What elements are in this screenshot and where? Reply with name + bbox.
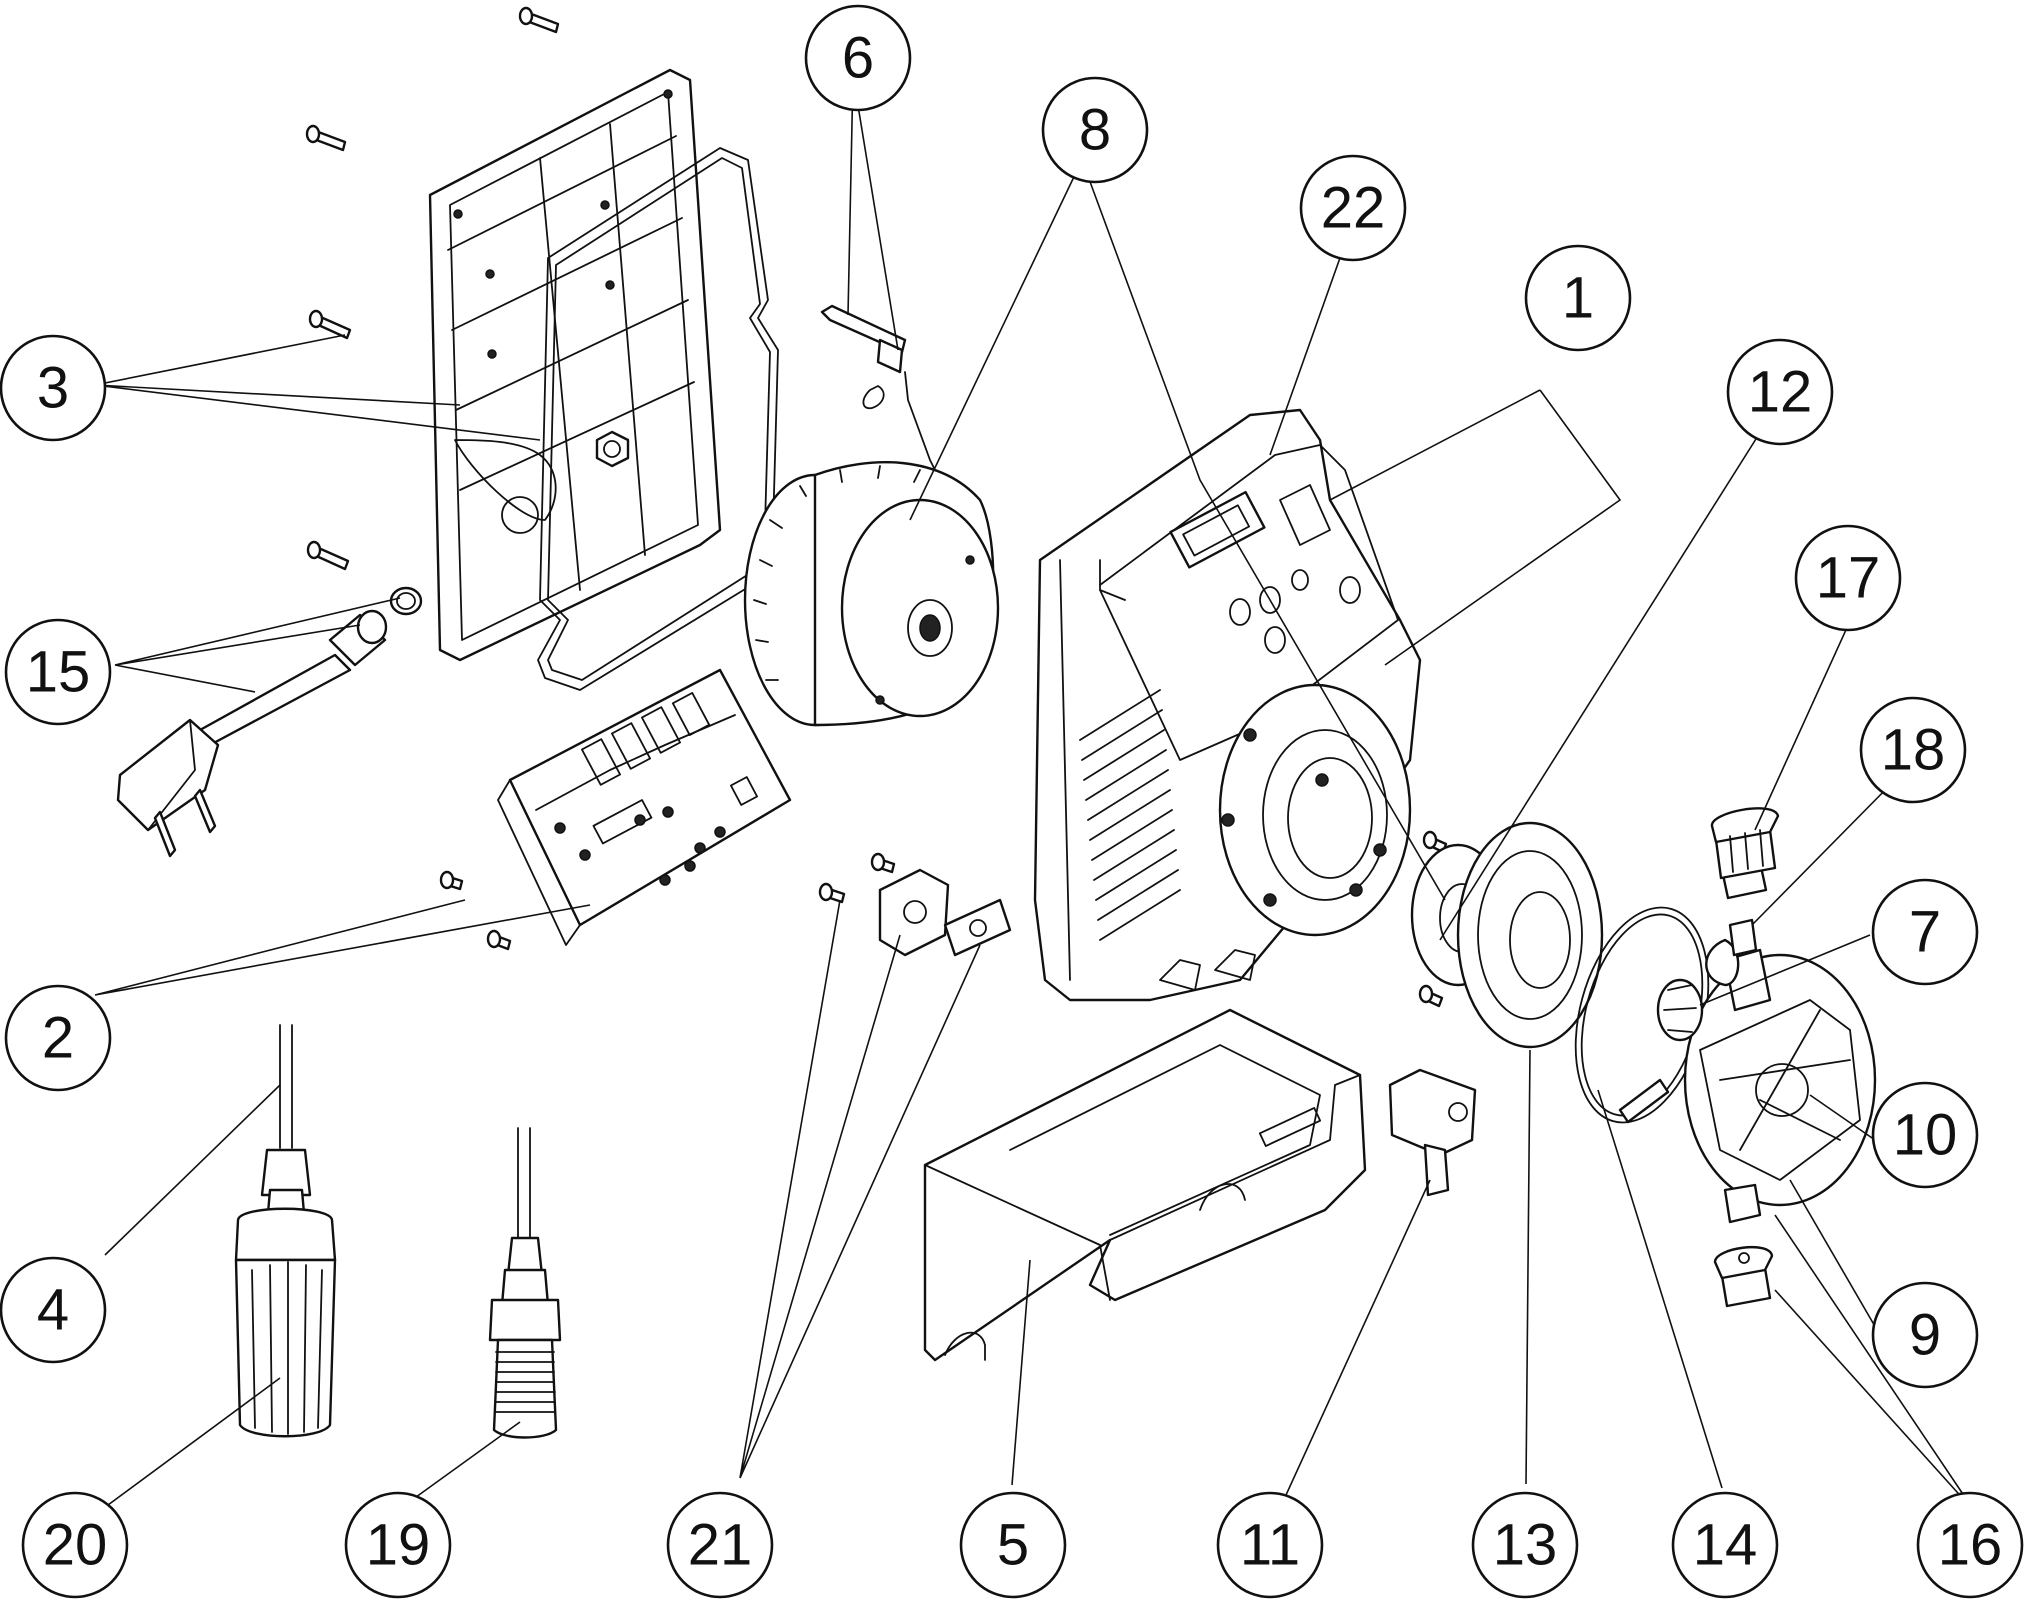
callout-10: 10	[1871, 1081, 1979, 1189]
svg-text:22: 22	[1321, 176, 1386, 241]
callout-2: 2	[4, 984, 112, 1092]
svg-text:18: 18	[1881, 718, 1946, 783]
svg-text:21: 21	[688, 1513, 753, 1578]
svg-text:16: 16	[1938, 1513, 2003, 1578]
discharge-nut	[1710, 807, 1780, 880]
svg-text:4: 4	[37, 1278, 69, 1343]
svg-text:7: 7	[1909, 900, 1941, 965]
mounting-bracket	[923, 1008, 1367, 1362]
power-cord-assembly	[116, 586, 423, 858]
callout-14: 14	[1671, 1491, 1779, 1599]
electronics-board	[497, 668, 792, 946]
callout-12: 12	[1726, 338, 1834, 446]
svg-text:10: 10	[1893, 1103, 1958, 1168]
callout-21: 21	[666, 1491, 774, 1599]
svg-text:12: 12	[1748, 360, 1813, 425]
callout-11: 11	[1216, 1491, 1324, 1599]
callout-15: 15	[4, 618, 112, 726]
callout-8: 8	[1041, 76, 1149, 184]
callout-7: 7	[1871, 878, 1979, 986]
callout-3: 3	[0, 334, 107, 442]
callout-20: 20	[21, 1491, 129, 1599]
callout-5: 5	[959, 1491, 1067, 1599]
callout-18: 18	[1859, 696, 1967, 804]
svg-text:6: 6	[842, 26, 874, 91]
pump-head	[1618, 842, 1877, 1308]
svg-text:9: 9	[1909, 1303, 1941, 1368]
callout-19: 19	[344, 1491, 452, 1599]
injection-valve	[488, 1127, 562, 1439]
solenoid	[743, 461, 1000, 727]
svg-text:1: 1	[1562, 266, 1594, 331]
callout-4: 4	[0, 1256, 107, 1364]
svg-text:11: 11	[1240, 1513, 1300, 1578]
connector-socket	[878, 868, 1012, 957]
svg-text:2: 2	[42, 1006, 74, 1071]
callout-1: 1	[1524, 244, 1632, 352]
svg-text:3: 3	[37, 356, 69, 421]
svg-text:13: 13	[1493, 1513, 1558, 1578]
svg-text:5: 5	[997, 1513, 1029, 1578]
callout-9: 9	[1871, 1281, 1979, 1389]
diaphragm-assembly	[1410, 821, 1710, 1124]
callout-13: 13	[1471, 1491, 1579, 1599]
svg-text:20: 20	[43, 1513, 108, 1578]
callout-16: 16	[1916, 1491, 2024, 1599]
leader-lines	[94, 74, 1976, 1531]
foot-valve	[234, 1024, 337, 1438]
svg-text:19: 19	[366, 1513, 431, 1578]
svg-text:17: 17	[1816, 546, 1881, 611]
screws	[305, 6, 1448, 1008]
callout-6: 6	[804, 4, 912, 112]
callout-22: 22	[1299, 154, 1407, 262]
svg-text:15: 15	[26, 640, 91, 705]
callout-17: 17	[1794, 524, 1902, 632]
pump-housing	[1033, 408, 1422, 1002]
svg-text:8: 8	[1079, 98, 1111, 163]
level-sensor-connector	[1388, 1068, 1477, 1197]
rear-cover	[428, 68, 722, 662]
svg-text:14: 14	[1693, 1513, 1758, 1578]
